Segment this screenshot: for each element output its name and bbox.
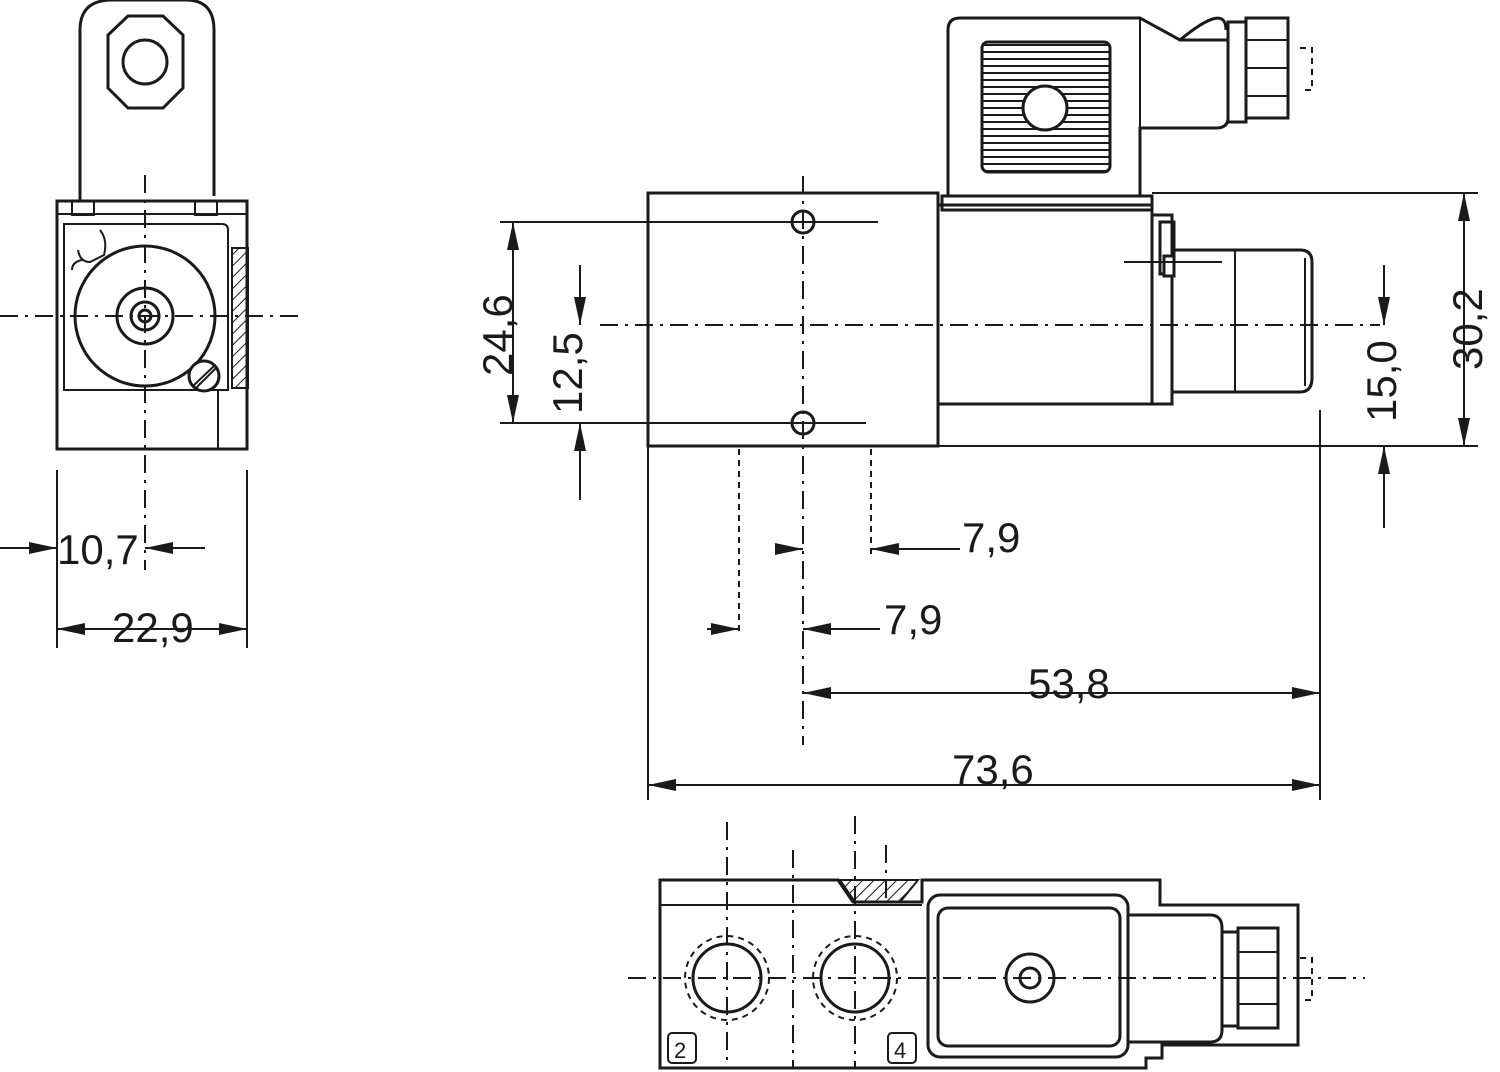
side-latch-curve (71, 259, 83, 271)
dim-12-5-arrow-top (574, 297, 586, 325)
coil-flange (1152, 213, 1174, 406)
connector-screw-hole (1021, 84, 1069, 132)
bottom-cable-dashed (1300, 957, 1313, 1001)
front-view-dimensions: 24,6 12,5 15,0 30,2 7,9 7,9 53 (474, 192, 1491, 800)
bottom-view: 2 4 (628, 816, 1365, 1070)
side-latch-hook (77, 229, 107, 264)
hex-nut-bore (121, 38, 169, 86)
dim-7-9a-arrow-right (871, 543, 899, 555)
valve-block (646, 191, 940, 448)
cable-outline-dashed (1300, 47, 1313, 91)
side-clip-left (71, 200, 95, 216)
port-label-2: 2 (674, 1038, 686, 1063)
hex-nut-outline (106, 14, 185, 110)
dim-73-6-arrow-right (1292, 779, 1320, 791)
port-label-2-box (667, 1032, 697, 1064)
connector-top-curve (1179, 16, 1228, 42)
dim-24-6-text: 24,6 (474, 294, 521, 376)
dim-30-2-arrow-bottom (1458, 418, 1470, 446)
bottom-connector-extension (1128, 913, 1224, 1044)
dim-10-7-text: 10,7 (57, 526, 139, 573)
dim-7-9b-arrow-right (803, 623, 831, 635)
dim-22-9-arrow-right (219, 623, 247, 635)
side-clip-right (194, 200, 218, 216)
bottom-hatched-pocket (838, 879, 921, 903)
port-label-4-box (887, 1032, 917, 1064)
dim-7-9-lower-text: 7,9 (884, 596, 942, 643)
coil-latch-pin (1162, 254, 1176, 278)
coil-collar (940, 194, 1154, 212)
dim-12-5-text: 12,5 (544, 332, 591, 414)
dim-53-8-arrow-left (803, 687, 831, 699)
side-inner-frame (63, 223, 229, 391)
dim-15-0-text: 15,0 (1358, 340, 1405, 422)
side-screw-slot-2 (195, 367, 217, 389)
dim-7-9a-arrow-left (775, 543, 803, 555)
dim-22-9-arrow-left (57, 623, 85, 635)
dim-15-0-arrow-bottom (1378, 446, 1390, 474)
manual-override-tube (1172, 248, 1314, 394)
side-view-dimensions: 10,7 22,9 (0, 470, 248, 651)
dim-12-5-arrow-bottom (574, 423, 586, 451)
dim-22-9-text: 22,9 (112, 604, 194, 651)
dim-53-8-arrow-right (1292, 687, 1320, 699)
dim-24-6-arrow-bottom (507, 395, 519, 423)
side-hatched-section (231, 247, 249, 389)
dim-7-9-upper-text: 7,9 (962, 514, 1020, 561)
port-label-4: 4 (894, 1038, 906, 1063)
dim-53-8-text: 53,8 (1028, 660, 1110, 707)
side-view (0, 0, 300, 570)
dim-10-7-arrow-right (145, 542, 173, 554)
dim-15-0-arrow-top (1378, 297, 1390, 325)
port-dashed-right (812, 935, 898, 1021)
front-view (600, 16, 1380, 745)
connector-plug-outline (78, 0, 216, 200)
dim-30-2-text: 30,2 (1444, 288, 1491, 370)
dim-24-6-arrow-top (507, 222, 519, 250)
gland-body (1226, 20, 1248, 124)
dim-7-9b-arrow-left (711, 623, 739, 635)
coil-body (936, 203, 1154, 406)
side-screw-slot (192, 365, 215, 387)
dim-30-2-arrow-top (1458, 193, 1470, 221)
bottom-connector-outer (926, 893, 1130, 1059)
dim-73-6-text: 73,6 (952, 746, 1034, 793)
dim-73-6-arrow-left (648, 779, 676, 791)
dim-10-7-arrow-left (29, 542, 57, 554)
